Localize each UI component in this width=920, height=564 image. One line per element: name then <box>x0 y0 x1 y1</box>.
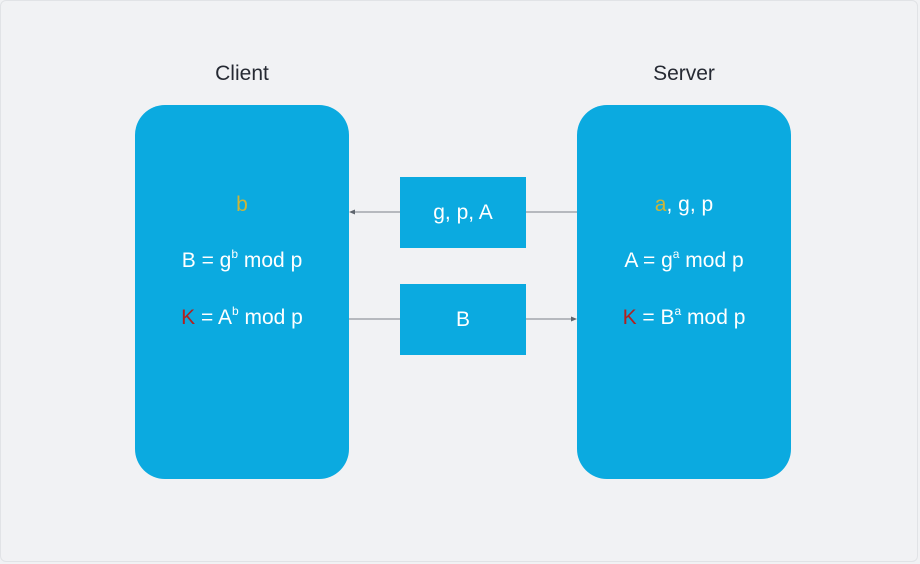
client-public-exp: b <box>231 247 239 261</box>
client-public-formula: B = gb mod p <box>135 247 349 273</box>
server-key-rhs: mod p <box>681 306 746 329</box>
server-key-mid: = B <box>636 306 675 329</box>
server-secret-a: a <box>654 193 667 216</box>
message-to-server: B <box>400 284 526 355</box>
server-title: Server <box>653 62 715 85</box>
server-key-var: K <box>622 306 637 329</box>
client-secret-b: b <box>236 193 248 216</box>
server-params-text: , g, p <box>666 193 714 216</box>
client-key-formula: K = Ab mod p <box>135 304 349 330</box>
client-key-exp: b <box>231 304 239 318</box>
server-public-formula: A = ga mod p <box>577 247 791 273</box>
client-public-rhs: mod p <box>238 249 303 272</box>
arrowhead-client <box>349 209 355 215</box>
client-key-mid: = A <box>195 306 232 329</box>
server-panel <box>577 105 791 479</box>
arrowhead-server <box>571 316 577 322</box>
client-secret: b <box>135 193 349 217</box>
server-public-lhs: A = g <box>624 249 673 272</box>
client-key-var: K <box>181 306 196 329</box>
server-key-formula: K = Ba mod p <box>577 304 791 330</box>
client-public-lhs: B = g <box>181 249 232 272</box>
message-to-client: g, p, A <box>400 177 526 248</box>
server-params: a, g, p <box>577 193 791 217</box>
server-public-rhs: mod p <box>679 249 744 272</box>
client-title: Client <box>215 62 269 85</box>
client-panel <box>135 105 349 479</box>
server-key-exp: a <box>674 304 682 318</box>
client-key-rhs: mod p <box>238 306 303 329</box>
server-public-exp: a <box>672 247 680 261</box>
